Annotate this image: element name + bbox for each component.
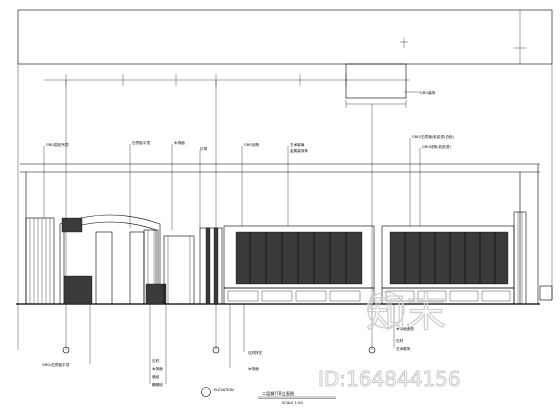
grid-bubbles [62,346,376,354]
dimension-line-top [44,74,410,86]
callout-bottom-7: 木饰面 [248,366,259,371]
callout-top-7: 金属装饰条 [290,148,308,153]
ceiling-frame [17,9,553,108]
callout-bottom-10: 艺术屏风 [396,346,411,351]
grid-lines [17,64,553,350]
title-block: ELEVATION 二层餐厅B立面图 SCALE 1:50 [201,387,336,405]
callout-top-2: 石膏板平顶 [132,140,150,145]
callout-right-2: GRG/石膏板/乳胶漆(白色) [412,134,455,139]
callouts-right-top: GRG装饰 GRG/石膏板/乳胶漆(白色) GRG线条(乳胶漆) [412,90,455,149]
drawing-title: 二层餐厅B立面图 [262,390,294,397]
elevation-tag: ELEVATION [214,388,234,392]
callout-right-1: GRG装饰 [420,90,436,95]
callout-bottom-6: 石材拼花 [248,350,263,355]
watermark: 知末 ID:164844156 [318,289,461,391]
callout-bottom-1: GRG/石膏板平顶 [42,362,70,367]
callout-top-3: 木饰面 [174,140,185,145]
leader-lines [43,91,421,384]
callouts-top: GRG弧形吊顶 石膏板平顶 木饰面 灯带 GRG线条 艺术玻璃 金属装饰条 [46,140,308,153]
callout-bottom-3: 木饰面 [152,366,163,371]
elevation-body [16,163,553,305]
drawing-scale: SCALE 1:50 [282,401,303,405]
callouts-bottom: GRG/石膏板平顶 石材 木饰面 墙纸 踢脚线 石材拼花 木饰面 木饰面造型 石… [42,326,414,387]
watermark-id: ID:164844156 [318,367,461,391]
callout-bottom-4: 墙纸 [152,374,160,379]
callout-top-6: 艺术玻璃 [290,142,305,147]
callout-right-3: GRG线条(乳胶漆) [422,144,451,149]
callout-top-4: 灯带 [200,146,208,151]
callout-top-1: GRG弧形吊顶 [46,142,69,147]
callout-bottom-8: 木饰面造型 [396,326,414,331]
callout-bottom-2: 石材 [152,358,160,363]
callout-bottom-9: 石材 [396,338,404,343]
callout-top-5: GRG线条 [244,142,260,147]
watermark-logo: 知末 [366,290,446,336]
callout-bottom-5: 踢脚线 [152,382,163,387]
